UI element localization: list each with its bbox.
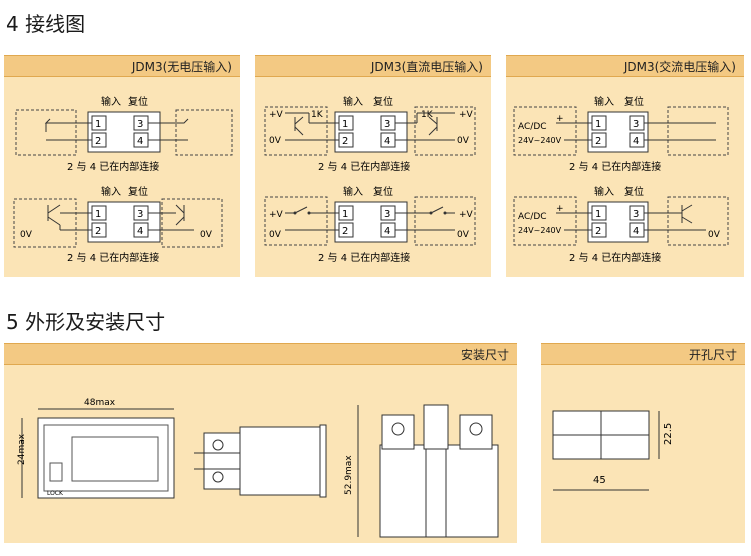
svg-text:2: 2: [342, 226, 348, 237]
svg-text:+V: +V: [269, 210, 284, 220]
terminal-1: 1: [95, 119, 101, 130]
svg-text:3: 3: [384, 119, 390, 130]
svg-text:1K: 1K: [421, 110, 434, 120]
svg-text:2: 2: [595, 226, 601, 237]
wiring-diagram-dc-voltage: 输入 复位 1 2 3 4 +V 0V 1K 1K +V 0V 2 与 4 已在…: [264, 95, 476, 264]
svg-text:2 与 4 已在内部连接: 2 与 4 已在内部连接: [67, 251, 159, 264]
svg-text:输入: 输入: [594, 95, 614, 108]
svg-text:复位: 复位: [128, 185, 148, 198]
svg-text:+V: +V: [459, 210, 474, 220]
wiring-panel-ac-voltage: JDM3(交流电压输入) 输入 复位 1 2 3 4 AC/DC 24V~240…: [506, 55, 744, 277]
cutout-dimensions-drawing: 22.5 45: [552, 410, 674, 491]
input-label: 输入: [101, 95, 121, 108]
install-dimensions-drawing: 48max LOCK 24max 52.9max: [17, 398, 499, 538]
svg-text:1: 1: [95, 209, 101, 220]
svg-text:2: 2: [95, 226, 101, 237]
svg-text:2: 2: [342, 136, 348, 147]
svg-text:0V: 0V: [20, 230, 33, 240]
svg-text:2 与 4 已在内部连接: 2 与 4 已在内部连接: [318, 160, 410, 173]
panel-header: JDM3(直流电压输入): [255, 55, 491, 77]
svg-text:1: 1: [342, 209, 348, 220]
svg-text:+V: +V: [459, 110, 474, 120]
svg-text:0V: 0V: [200, 230, 213, 240]
svg-text:输入: 输入: [101, 185, 121, 198]
cutout-dimensions-panel: 开孔尺寸 22.5 45: [541, 343, 745, 543]
svg-text:复位: 复位: [624, 95, 644, 108]
width-dimension-label: 48max: [84, 398, 116, 408]
panel-header: 开孔尺寸: [541, 343, 745, 365]
svg-text:+: +: [556, 204, 564, 214]
svg-text:2: 2: [595, 136, 601, 147]
lock-label: LOCK: [47, 490, 64, 497]
svg-text:0V: 0V: [457, 230, 470, 240]
svg-text:2 与 4 已在内部连接: 2 与 4 已在内部连接: [569, 160, 661, 173]
svg-text:0V: 0V: [269, 230, 282, 240]
terminal-3: 3: [137, 119, 143, 130]
wiring-panel-no-voltage: JDM3(无电压输入) 输入 复位 1 2 3 4 2 与 4 已在内部连接 输…: [4, 55, 240, 277]
svg-text:4: 4: [384, 226, 390, 237]
wiring-diagram-ac-voltage: 输入 复位 1 2 3 4 AC/DC 24V~240V + 2 与 4 已在内…: [513, 95, 729, 264]
svg-text:1K: 1K: [311, 110, 324, 120]
svg-text:1: 1: [595, 209, 601, 220]
svg-text:3: 3: [633, 209, 639, 220]
svg-text:AC/DC: AC/DC: [518, 122, 547, 132]
svg-text:输入: 输入: [343, 185, 363, 198]
svg-text:2 与 4 已在内部连接: 2 与 4 已在内部连接: [569, 251, 661, 264]
svg-text:复位: 复位: [373, 185, 393, 198]
reset-label: 复位: [128, 95, 148, 108]
svg-text:24V~240V: 24V~240V: [518, 136, 562, 145]
wiring-panel-dc-voltage: JDM3(直流电压输入) 输入 复位 1 2 3 4 +V 0V 1K 1K +…: [255, 55, 491, 277]
cutout-height-label: 22.5: [663, 423, 674, 445]
depth-dimension-label: 52.9max: [344, 455, 354, 495]
panel-header: JDM3(无电压输入): [4, 55, 240, 77]
svg-text:+: +: [556, 114, 564, 124]
svg-text:输入: 输入: [343, 95, 363, 108]
panel-title: JDM3(交流电压输入): [623, 60, 736, 74]
svg-text:1: 1: [342, 119, 348, 130]
svg-text:3: 3: [137, 209, 143, 220]
svg-text:0V: 0V: [269, 136, 282, 146]
svg-text:输入: 输入: [594, 185, 614, 198]
terminal-4: 4: [137, 136, 143, 147]
panel-title: JDM3(无电压输入): [131, 60, 232, 74]
svg-text:4: 4: [633, 226, 639, 237]
svg-text:4: 4: [384, 136, 390, 147]
dimensions-section-title: 5 外形及安装尺寸: [6, 310, 166, 334]
panel-header: JDM3(交流电压输入): [506, 55, 744, 77]
svg-text:1: 1: [595, 119, 601, 130]
svg-text:复位: 复位: [624, 185, 644, 198]
svg-text:+V: +V: [269, 110, 284, 120]
svg-text:2 与 4 已在内部连接: 2 与 4 已在内部连接: [318, 251, 410, 264]
svg-text:3: 3: [633, 119, 639, 130]
install-dimensions-panel: 安装尺寸 48max LOCK 24max 52.9max: [4, 343, 517, 543]
svg-text:4: 4: [137, 226, 143, 237]
height-dimension-label: 24max: [17, 433, 27, 465]
svg-text:4: 4: [633, 136, 639, 147]
panel-header: 安装尺寸: [4, 343, 517, 365]
panel-title: JDM3(直流电压输入): [370, 60, 483, 74]
terminal-2: 2: [95, 136, 101, 147]
svg-text:0V: 0V: [457, 136, 470, 146]
svg-text:AC/DC: AC/DC: [518, 212, 547, 222]
wiring-diagram-no-voltage: 输入 复位 1 2 3 4 2 与 4 已在内部连接 输入 复位 1 2 3 4: [13, 95, 233, 264]
svg-text:0V: 0V: [708, 230, 721, 240]
panel-title: 安装尺寸: [460, 348, 509, 362]
svg-text:24V~240V: 24V~240V: [518, 226, 562, 235]
internal-connection-note: 2 与 4 已在内部连接: [67, 160, 159, 173]
svg-text:3: 3: [384, 209, 390, 220]
cutout-width-label: 45: [593, 475, 606, 486]
wiring-section-title: 4 接线图: [6, 12, 86, 36]
panel-title: 开孔尺寸: [688, 348, 737, 362]
svg-text:复位: 复位: [373, 95, 393, 108]
